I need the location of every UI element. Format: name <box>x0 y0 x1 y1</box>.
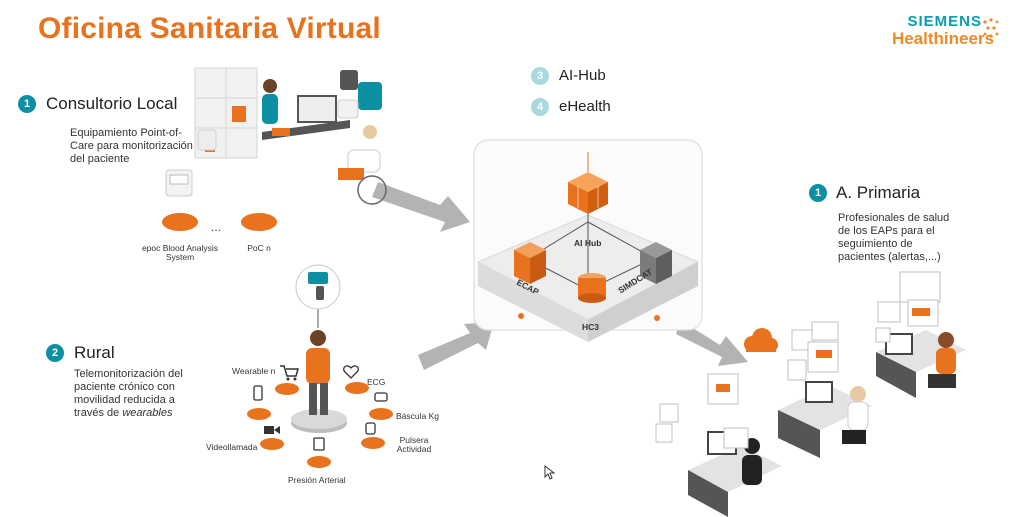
hub-ai-label: AI Hub <box>574 238 602 248</box>
wearable-n-label: Wearable n <box>232 366 276 376</box>
arrow-consultorio-to-hub <box>372 182 470 232</box>
presion-label: Presión Arterial <box>288 475 346 485</box>
hub-hc3-label: HC3 <box>582 322 600 332</box>
device-epoc-label: epoc Blood Analysis System <box>141 243 219 262</box>
hub-platform <box>473 139 703 342</box>
page-title: Oficina Sanitaria Virtual <box>38 12 381 45</box>
videollamada-label: Videollamada <box>206 442 258 452</box>
phone-icon <box>253 385 263 401</box>
rural-description: Telemonitorización del paciente crónico … <box>74 368 183 419</box>
cart-icon <box>280 365 299 381</box>
primaria-illustration <box>655 271 966 517</box>
pulsera-label: Pulsera Actividad <box>396 435 432 454</box>
step-number-badge: 1 <box>809 184 827 202</box>
step-number-badge: 3 <box>531 67 549 85</box>
ellipsis-label: ... <box>211 220 222 234</box>
scale-icon <box>374 392 388 402</box>
step-number-badge: 4 <box>531 98 549 116</box>
device-poc-label: PoC n <box>247 243 271 253</box>
bascula-label: Báscula Kg <box>396 411 439 421</box>
siemens-logo-text: SIEMENS <box>907 13 982 30</box>
consultorio-illustration <box>162 67 387 231</box>
ecg-label: ECG <box>367 377 386 387</box>
step-number-badge: 2 <box>46 344 64 362</box>
ai-hub-heading: AI-Hub <box>559 67 606 84</box>
consultorio-description: Equipamiento Point-of-Care para monitori… <box>70 127 193 165</box>
cloud-icon <box>744 328 778 352</box>
flow-arrows <box>372 182 748 370</box>
arrow-hub-to-primaria <box>676 320 748 366</box>
watch-icon <box>365 422 376 435</box>
healthineers-dots-icon <box>983 18 999 38</box>
arrow-rural-to-hub <box>418 322 494 370</box>
primaria-heading: A. Primaria <box>836 183 921 202</box>
consultorio-heading: Consultorio Local <box>46 94 178 113</box>
cursor-icon <box>544 464 556 480</box>
rural-illustration <box>247 264 393 468</box>
blood-pressure-icon <box>313 437 325 451</box>
step-number-badge: 1 <box>18 95 36 113</box>
video-icon <box>264 426 280 434</box>
ehealth-heading: eHealth <box>559 98 611 115</box>
heart-pulse-icon <box>343 365 359 379</box>
healthineers-logo-text: Healthineers <box>891 29 994 48</box>
primaria-description: Profesionales de salud de los EAPs para … <box>838 212 950 263</box>
rural-heading: Rural <box>74 343 115 362</box>
